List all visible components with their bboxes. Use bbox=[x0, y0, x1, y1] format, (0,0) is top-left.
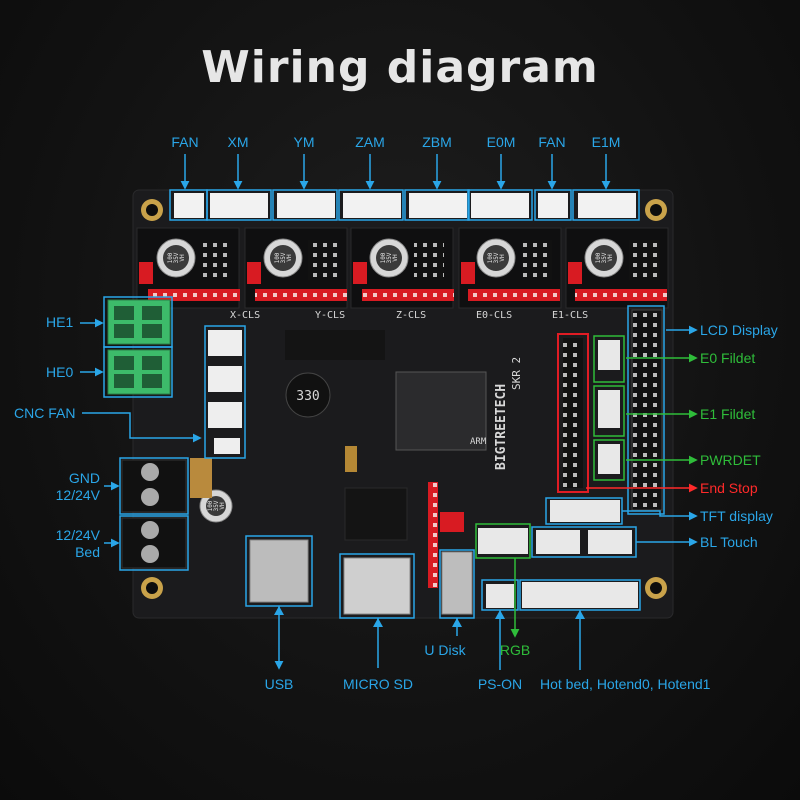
mounting-holes bbox=[141, 199, 667, 599]
capacitor-marking-text: VH bbox=[219, 502, 226, 510]
label-e1m: E1M bbox=[591, 134, 621, 150]
capacitors bbox=[156, 238, 624, 523]
capacitor-marking-text: VH bbox=[607, 254, 614, 262]
label-lcd-display: LCD Display bbox=[700, 322, 778, 338]
capacitor-marking-text: 35V bbox=[386, 252, 393, 263]
capacitor-marking-text: 100 bbox=[274, 252, 281, 263]
label-ym: YM bbox=[293, 134, 315, 150]
endstop-header bbox=[557, 333, 589, 493]
silk-x-cls: X-CLS bbox=[230, 310, 260, 321]
label-bed-voltage: 12/24V bbox=[55, 527, 100, 543]
capacitor-marking-text: 35V bbox=[213, 500, 220, 511]
usb-port bbox=[249, 539, 309, 603]
label-bl-touch: BL Touch bbox=[700, 534, 758, 550]
capacitor-marking-text: VH bbox=[179, 254, 186, 262]
udisk-port bbox=[441, 551, 473, 615]
silk-e1-cls: E1-CLS bbox=[552, 310, 588, 321]
capacitor-marking-text: 100 bbox=[207, 500, 214, 511]
label-rgb: RGB bbox=[499, 642, 531, 658]
label-heaters: Hot bed, Hotend0, Hotend1 bbox=[540, 676, 711, 692]
silk-y-cls: Y-CLS bbox=[315, 310, 345, 321]
label-ps-on: PS-ON bbox=[477, 676, 523, 692]
label-fan-2: FAN bbox=[538, 134, 566, 150]
capacitor-marking-text: 100 bbox=[380, 252, 387, 263]
label-e1-fildet: E1 Fildet bbox=[700, 406, 756, 422]
label-xm: XM bbox=[227, 134, 249, 150]
capacitor-marking-text: 35V bbox=[493, 252, 500, 263]
label-e0-fildet: E0 Fildet bbox=[700, 350, 756, 366]
label-bed: Bed bbox=[75, 544, 100, 560]
capacitor-marking-text: 35V bbox=[280, 252, 287, 263]
capacitor-marking-text: 100 bbox=[487, 252, 494, 263]
capacitor-marking-text: VH bbox=[392, 254, 399, 262]
heater-terminals bbox=[107, 299, 171, 395]
chip-brand: ARM bbox=[470, 437, 487, 447]
label-usb: USB bbox=[264, 676, 294, 692]
inductor bbox=[285, 372, 331, 418]
bottom-arrowheads bbox=[274, 606, 585, 627]
capacitor-marking-text: VH bbox=[286, 254, 293, 262]
label-fan-1: FAN bbox=[171, 134, 199, 150]
silk-z-cls: Z-CLS bbox=[396, 310, 426, 321]
green-callouts bbox=[475, 335, 698, 638]
label-gnd: GND bbox=[68, 470, 100, 486]
label-gnd-power: GND 12/24V bbox=[40, 470, 100, 504]
label-zbm: ZBM bbox=[422, 134, 452, 150]
detect-headers bbox=[598, 340, 620, 474]
label-micro-sd: MICRO SD bbox=[343, 676, 413, 692]
label-bed-power: 12/24V Bed bbox=[40, 527, 100, 561]
label-e0m: E0M bbox=[486, 134, 516, 150]
capacitor-marking-text: 35V bbox=[601, 252, 608, 263]
label-end-stop: End Stop bbox=[700, 480, 758, 496]
power-terminals bbox=[121, 458, 212, 569]
capacitor-marking-text: 100 bbox=[595, 252, 602, 263]
callout-lines bbox=[80, 154, 698, 670]
capacitor-marking-text: 100 bbox=[167, 252, 174, 263]
label-power-voltage: 12/24V bbox=[55, 487, 100, 503]
label-tft-display: TFT display bbox=[700, 508, 773, 524]
brand-text: BIGTREETECH bbox=[494, 384, 509, 470]
capacitor-marking-text: 35V bbox=[173, 252, 180, 263]
sd-slot bbox=[343, 557, 411, 615]
capacitor-marking-text: VH bbox=[499, 254, 506, 262]
inductor-label: 330 bbox=[296, 389, 319, 404]
label-he0: HE0 bbox=[46, 364, 74, 380]
cnc-fan-headers bbox=[208, 330, 242, 454]
mcu-chip bbox=[395, 371, 487, 451]
label-u-disk: U Disk bbox=[424, 642, 466, 658]
silk-e0-cls: E0-CLS bbox=[476, 310, 512, 321]
top-connectors bbox=[174, 193, 636, 218]
label-zam: ZAM bbox=[355, 134, 385, 150]
lcd-headers bbox=[631, 309, 663, 511]
page-title: Wiring diagram bbox=[201, 42, 599, 93]
model-text: SKR 2 bbox=[510, 357, 523, 390]
label-pwrdet: PWRDET bbox=[700, 452, 761, 468]
label-cnc-fan: CNC FAN bbox=[14, 405, 76, 421]
label-he1: HE1 bbox=[46, 314, 74, 330]
